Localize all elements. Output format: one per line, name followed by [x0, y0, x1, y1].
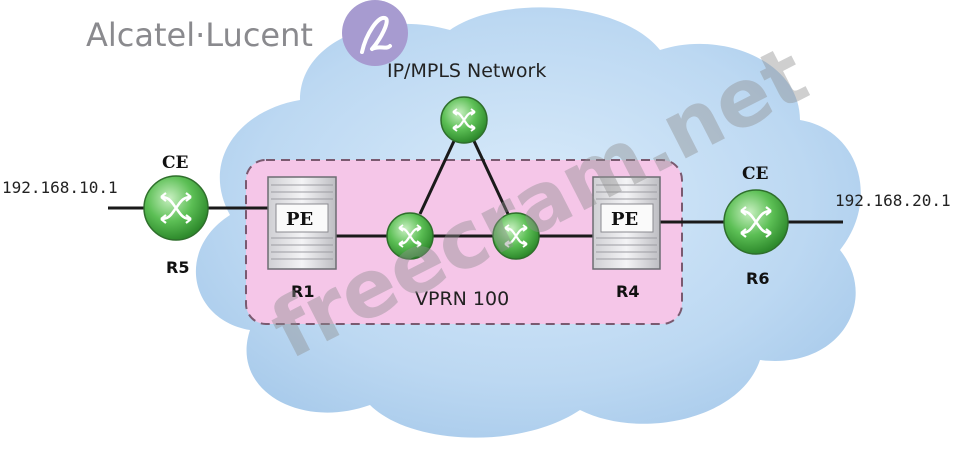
ce-r5-ip: 192.168.10.1	[2, 178, 118, 197]
cloud-title: IP/MPLS Network	[387, 60, 546, 82]
logo-wordmark: Alcatel·Lucent	[86, 16, 313, 54]
ce-router-r5: CE R5 192.168.10.1	[2, 153, 210, 277]
pe-router-r4: PE R4	[592, 176, 661, 301]
ce-router-r5-icon	[142, 174, 210, 242]
pe-r1-role: PE	[286, 209, 313, 230]
links	[108, 140, 843, 238]
link-core-left-to-core-top	[418, 140, 456, 215]
ce-r5-name: R5	[166, 258, 189, 277]
ce-router-r6: CE R6 192.168.20.1	[722, 164, 951, 288]
vprn-region	[245, 159, 683, 325]
pe-router-r1-icon	[267, 176, 337, 270]
ce-r6-name: R6	[746, 269, 769, 288]
ce-r6-ip: 192.168.20.1	[835, 191, 951, 210]
pe-r1-name: R1	[291, 282, 314, 301]
pe-r4-role: PE	[611, 209, 638, 230]
pe-router-r4-icon	[592, 176, 661, 270]
alcatel-lucent-logo-mark-icon	[342, 0, 408, 66]
link-core-right-to-core-top	[472, 140, 510, 215]
pe-r4-name: R4	[616, 282, 639, 301]
ce-router-r6-icon	[722, 188, 790, 256]
ce-r5-role: CE	[162, 153, 189, 173]
core-router-top-icon	[439, 95, 489, 145]
ce-r6-role: CE	[742, 164, 769, 184]
pe-router-r1: PE R1	[267, 176, 337, 301]
vprn-label: VPRN 100	[415, 288, 509, 310]
